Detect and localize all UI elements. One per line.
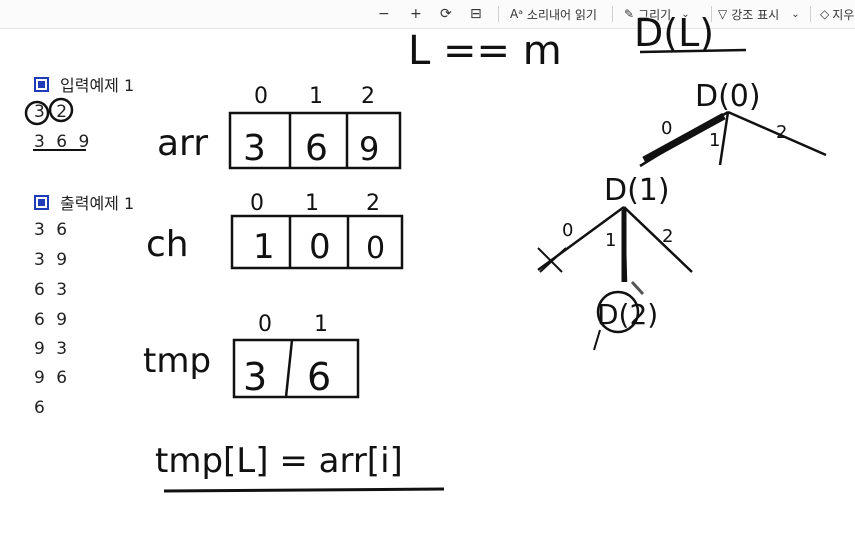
- arr-index: 1: [309, 84, 323, 109]
- ch-index: 0: [250, 191, 264, 216]
- ch-box: [230, 214, 404, 270]
- square-bullet-icon: [34, 194, 49, 210]
- arr-index: 0: [254, 84, 268, 109]
- leaf-tail-stroke: [593, 329, 601, 351]
- circle-mark: [48, 97, 74, 123]
- branch-label: 0: [562, 220, 573, 241]
- toolbar-divider: [498, 6, 499, 22]
- toolbar-divider: [711, 6, 712, 22]
- branch-label: 0: [661, 118, 672, 139]
- circle-mark: [24, 100, 50, 126]
- output-line: 3 9: [34, 250, 71, 270]
- output-example-heading: 출력예제 1: [34, 190, 134, 214]
- fit-page-button[interactable]: ⊟: [470, 4, 482, 24]
- highlight-button[interactable]: ▽ 강조 표시 ⌄: [718, 4, 800, 24]
- toolbar-divider: [612, 6, 613, 22]
- read-aloud-button[interactable]: Aᵃ 소리내어 읽기: [510, 4, 597, 24]
- tmp-cell: 6: [307, 355, 331, 399]
- ch-label: ch: [146, 224, 189, 265]
- toolbar-divider: [810, 6, 811, 22]
- read-aloud-label: 소리내어 읽기: [526, 7, 597, 22]
- chevron-down-icon[interactable]: ⌄: [681, 8, 690, 20]
- tmp-index: 1: [314, 312, 328, 337]
- rotate-button[interactable]: ⟳: [440, 4, 452, 24]
- arr-box: [228, 111, 402, 170]
- output-line: 9 6: [34, 368, 71, 388]
- formula-underline: [163, 487, 445, 493]
- square-bullet-icon: [34, 76, 49, 92]
- arr-cell: 6: [305, 128, 328, 169]
- branch-label: 2: [776, 122, 787, 143]
- arr-cell: 3: [243, 128, 266, 169]
- zoom-in-button[interactable]: +: [410, 4, 422, 24]
- ch-cell: 0: [366, 231, 385, 266]
- input-example-title: 입력예제 1: [60, 76, 135, 95]
- eraser-icon: ◇: [820, 7, 830, 21]
- branch-label: 1: [709, 130, 720, 151]
- highlight-label: 강조 표시: [731, 7, 780, 22]
- ch-cell: 1: [253, 227, 275, 267]
- tree-child-node: D(1): [604, 173, 670, 208]
- input-line-2: 3 6 9: [34, 132, 93, 152]
- highlight-icon: ▽: [718, 7, 728, 21]
- cross-mark: [537, 247, 567, 273]
- tmp-box: [232, 338, 360, 399]
- plus-icon: +: [410, 6, 422, 22]
- ch-cell: 0: [309, 227, 331, 267]
- tree-leaf-node: D(2): [597, 298, 658, 331]
- output-line: 6 3: [34, 280, 71, 300]
- branch-label: 2: [662, 226, 673, 247]
- output-line: 9 3: [34, 339, 71, 359]
- read-aloud-icon: Aᵃ: [510, 7, 523, 21]
- output-line: 6: [34, 398, 48, 418]
- pen-cursor-icon: [630, 280, 645, 296]
- output-line: 6 9: [34, 310, 71, 330]
- chevron-down-icon[interactable]: ⌄: [791, 8, 800, 20]
- minus-icon: −: [378, 6, 390, 22]
- erase-label: 지우: [832, 7, 855, 22]
- fit-page-icon: ⊟: [470, 6, 482, 22]
- output-example-title: 출력예제 1: [60, 194, 135, 213]
- arr-index: 2: [361, 84, 375, 109]
- assignment-formula: tmp[L] = arr[i]: [155, 441, 403, 481]
- circle-mark: [596, 290, 640, 334]
- reader-toolbar: − + ⟳ ⊟ Aᵃ 소리내어 읽기 ✎ 그리기 ⌄ ▽ 강조 표시 ⌄ ◇ 지…: [0, 0, 855, 29]
- arr-cell: 9: [359, 130, 379, 168]
- tree-highlight-path: [642, 112, 726, 164]
- draw-button[interactable]: ✎ 그리기 ⌄: [624, 4, 690, 24]
- draw-label: 그리기: [638, 7, 672, 22]
- rotate-icon: ⟳: [440, 6, 452, 22]
- branch-label: 1: [605, 230, 616, 251]
- input-example-heading: 입력예제 1: [34, 72, 134, 96]
- ch-index: 1: [305, 191, 319, 216]
- arr-label: arr: [157, 123, 208, 164]
- tmp-label: tmp: [143, 341, 211, 381]
- ch-index: 2: [366, 191, 380, 216]
- header-equality: L == m: [408, 28, 562, 74]
- tmp-cell: 3: [243, 355, 267, 399]
- output-line: 3 6: [34, 220, 71, 240]
- header-underline: [639, 48, 747, 54]
- erase-button[interactable]: ◇ 지우: [820, 4, 854, 24]
- tree-root-node: D(0): [695, 79, 761, 114]
- zoom-out-button[interactable]: −: [378, 4, 390, 24]
- header-function: D(L): [634, 11, 714, 55]
- tmp-index: 0: [258, 312, 272, 337]
- draw-icon: ✎: [624, 7, 635, 21]
